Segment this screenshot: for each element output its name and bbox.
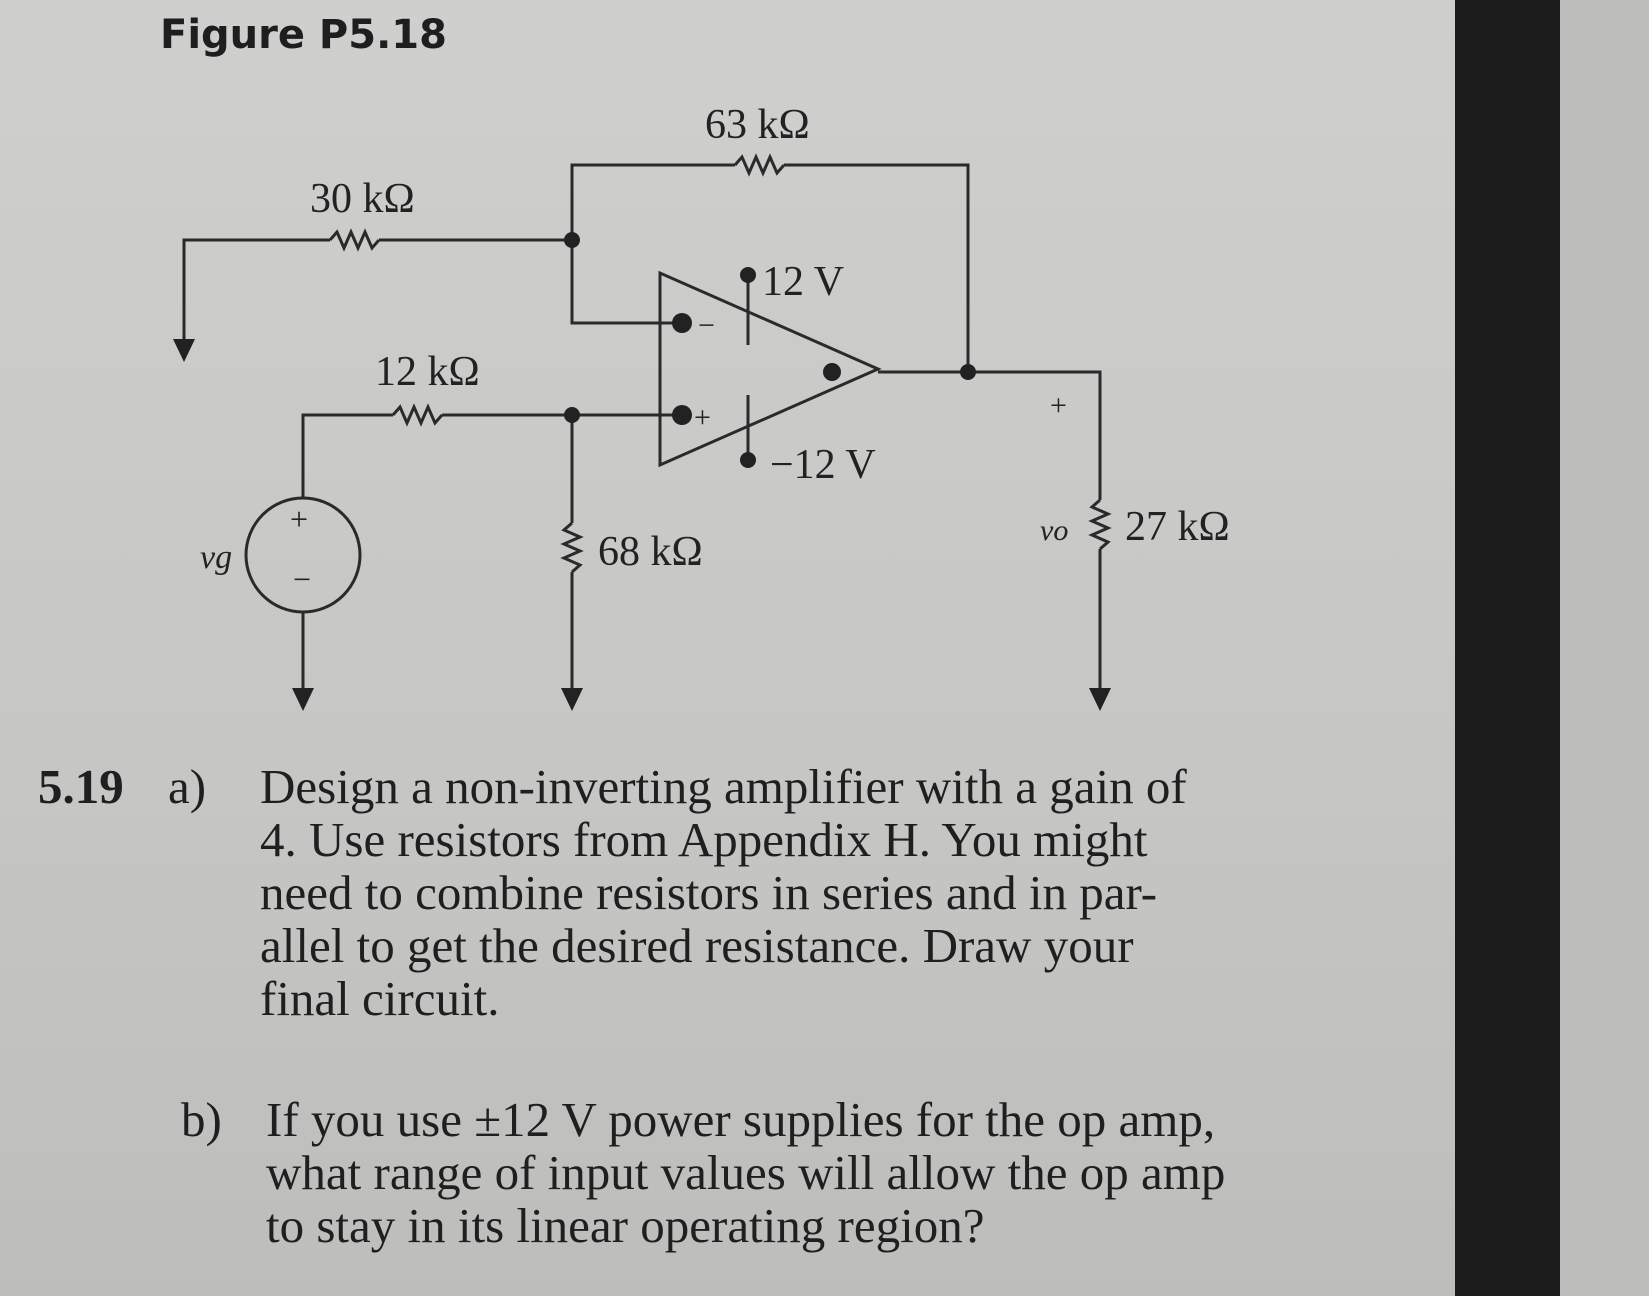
- op-amp-triangle: [658, 270, 882, 468]
- junction-dots: [564, 232, 976, 468]
- page-gutter-shadow: [1455, 0, 1560, 1296]
- textbook-page: [0, 0, 1455, 1296]
- label-68k: 68 kΩ: [598, 529, 703, 575]
- wire-feedback-right: [784, 163, 970, 372]
- part-a-letter: a): [168, 759, 207, 814]
- label-63k: 63 kΩ: [705, 102, 810, 148]
- resistor-12k: [391, 403, 444, 427]
- part-b-letter: b): [181, 1092, 222, 1147]
- source-plus-sign: +: [290, 501, 308, 537]
- source-minus-sign: −: [293, 561, 311, 597]
- resistor-63k: [733, 153, 786, 177]
- resistor-30k: [328, 228, 381, 252]
- wire-30k-left: [182, 238, 330, 339]
- part-b-line-2: what range of input values will allow th…: [266, 1145, 1226, 1200]
- output-plus-sign: +: [1050, 389, 1067, 422]
- problem-number: 5.19: [38, 759, 124, 814]
- inverting-input-sign: −: [698, 309, 715, 342]
- ground-arrow-30k: [173, 339, 195, 362]
- label-12k: 12 kΩ: [375, 349, 480, 395]
- wire-output: [878, 370, 1102, 500]
- circuit-diagram: 63 kΩ 30 kΩ 12 kΩ 68 kΩ 27 kΩ 12 V −12 V…: [173, 102, 1230, 711]
- part-a-line-3: need to combine resistors in series and …: [260, 865, 1158, 920]
- background-edge: [1560, 0, 1649, 1296]
- ground-arrow-27k: [1089, 688, 1111, 711]
- wire-12k-left: [301, 413, 393, 498]
- label-output-vo: vo: [1040, 514, 1068, 547]
- label-source-vg: vg: [200, 539, 232, 576]
- part-a-line-1: Design a non-inverting amplifier with a …: [260, 759, 1187, 814]
- ground-arrow-source: [292, 688, 314, 711]
- part-a-line-5: final circuit.: [260, 971, 500, 1026]
- resistor-27k: [1088, 498, 1112, 551]
- label-30k: 30 kΩ: [310, 176, 415, 222]
- label-27k: 27 kΩ: [1125, 504, 1230, 550]
- wire-inverting: [570, 240, 682, 325]
- part-a-line-4: allel to get the desired resistance. Dra…: [260, 918, 1134, 973]
- part-b-line-1: If you use ±12 V power supplies for the …: [266, 1092, 1216, 1147]
- ground-arrow-68k: [561, 688, 583, 711]
- label-supply-neg: −12 V: [770, 442, 876, 488]
- part-b-line-3: to stay in its linear operating region?: [266, 1198, 985, 1253]
- figure-label: Figure P5.18: [160, 12, 447, 58]
- label-supply-pos: 12 V: [762, 259, 844, 305]
- part-a-line-2: 4. Use resistors from Appendix H. You mi…: [260, 812, 1148, 867]
- wire-feedback: [570, 163, 735, 237]
- resistor-68k: [560, 521, 584, 574]
- noninverting-input-sign: +: [694, 401, 711, 434]
